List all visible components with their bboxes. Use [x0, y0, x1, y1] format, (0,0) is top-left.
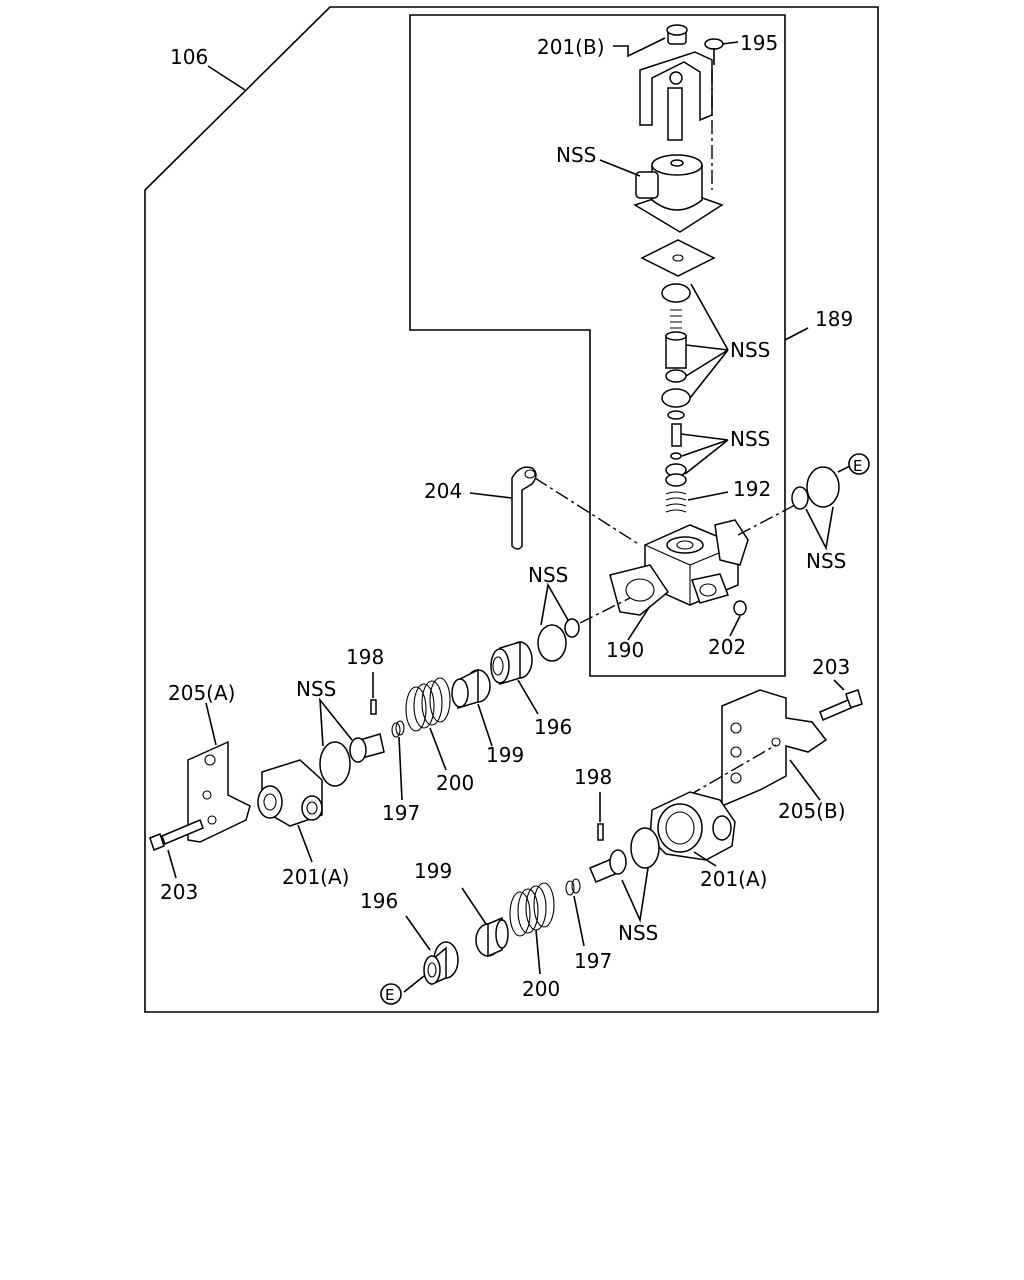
spring-197-upper: [391, 720, 405, 738]
o-ring: [564, 618, 580, 638]
label-189: 189: [815, 307, 853, 331]
part-labels: 106 201(B) 195 NSS 189 NSS NSS 204 192 E…: [160, 31, 862, 1004]
cap-199-upper: [451, 668, 491, 710]
housing-201a-upper: [257, 759, 323, 827]
callout-e-circle: [380, 983, 402, 1005]
pin-198-upper: [370, 699, 377, 715]
label-201b: 201(B): [537, 35, 605, 59]
label-nss: NSS: [730, 427, 770, 451]
leader-lines: [167, 37, 851, 993]
washer: [670, 452, 682, 460]
label-e: E: [385, 986, 394, 1004]
pin-198-lower: [597, 823, 604, 841]
label-203: 203: [160, 880, 198, 904]
piston-lower: [589, 849, 627, 883]
label-197: 197: [382, 801, 420, 825]
o-ring: [319, 741, 351, 787]
o-ring: [665, 369, 687, 383]
bracket-205b: [721, 689, 828, 808]
spring-192: [665, 491, 687, 513]
label-203: 203: [812, 655, 850, 679]
spring-197-lower: [565, 878, 581, 896]
label-205b: 205(B): [778, 799, 846, 823]
label-nss: NSS: [296, 677, 336, 701]
label-201a: 201(A): [700, 867, 767, 891]
pin-204: [511, 466, 537, 550]
plug-196-lower: [423, 941, 459, 986]
label-nss: NSS: [806, 549, 846, 573]
label-197: 197: [574, 949, 612, 973]
label-196: 196: [360, 889, 398, 913]
piston-upper: [349, 733, 385, 763]
label-199: 199: [414, 859, 452, 883]
solenoid-bracket: [639, 51, 713, 141]
label-192: 192: [733, 477, 771, 501]
o-ring: [661, 388, 691, 408]
housing-201a-lower: [649, 791, 736, 861]
label-196: 196: [534, 715, 572, 739]
label-e: E: [853, 457, 862, 475]
label-106: 106: [170, 45, 208, 69]
label-198: 198: [346, 645, 384, 669]
label-200: 200: [436, 771, 474, 795]
bracket-205a: [187, 740, 251, 843]
label-nss: NSS: [618, 921, 658, 945]
valve-body-190: [609, 519, 749, 616]
o-ring: [661, 283, 691, 303]
label-195: 195: [740, 31, 778, 55]
washer: [667, 410, 685, 420]
cap-199-lower: [475, 916, 509, 958]
valve-sleeve: [665, 331, 687, 369]
assembly-106-outline: [144, 6, 879, 1013]
plunger: [671, 423, 682, 447]
callout-e-circle: [848, 453, 870, 475]
label-190: 190: [606, 638, 644, 662]
solenoid-coil: [633, 154, 724, 233]
cap-201b: [666, 24, 688, 45]
label-201a: 201(A): [282, 865, 349, 889]
bolt-203-right: [819, 689, 863, 721]
label-204: 204: [424, 479, 462, 503]
label-202: 202: [708, 635, 746, 659]
bolt-203-left: [149, 819, 204, 851]
label-nss: NSS: [556, 143, 596, 167]
small-spring: [670, 309, 682, 329]
o-ring: [537, 624, 567, 662]
o-ring: [630, 827, 660, 869]
label-nss: NSS: [730, 338, 770, 362]
valve-seat: [665, 463, 687, 487]
o-ring: [791, 486, 809, 510]
spring-200-upper: [405, 677, 451, 732]
label-199: 199: [486, 743, 524, 767]
spring-200-lower: [509, 882, 555, 937]
label-200: 200: [522, 977, 560, 1001]
label-nss: NSS: [528, 563, 568, 587]
label-198: 198: [574, 765, 612, 789]
assembly-189-outline: [409, 14, 786, 677]
label-205a: 205(A): [168, 681, 235, 705]
gasket: [640, 239, 716, 277]
plug-196-upper: [490, 640, 533, 686]
o-ring: [806, 466, 840, 508]
screw-195: [704, 38, 724, 65]
o-ring: [733, 600, 747, 616]
